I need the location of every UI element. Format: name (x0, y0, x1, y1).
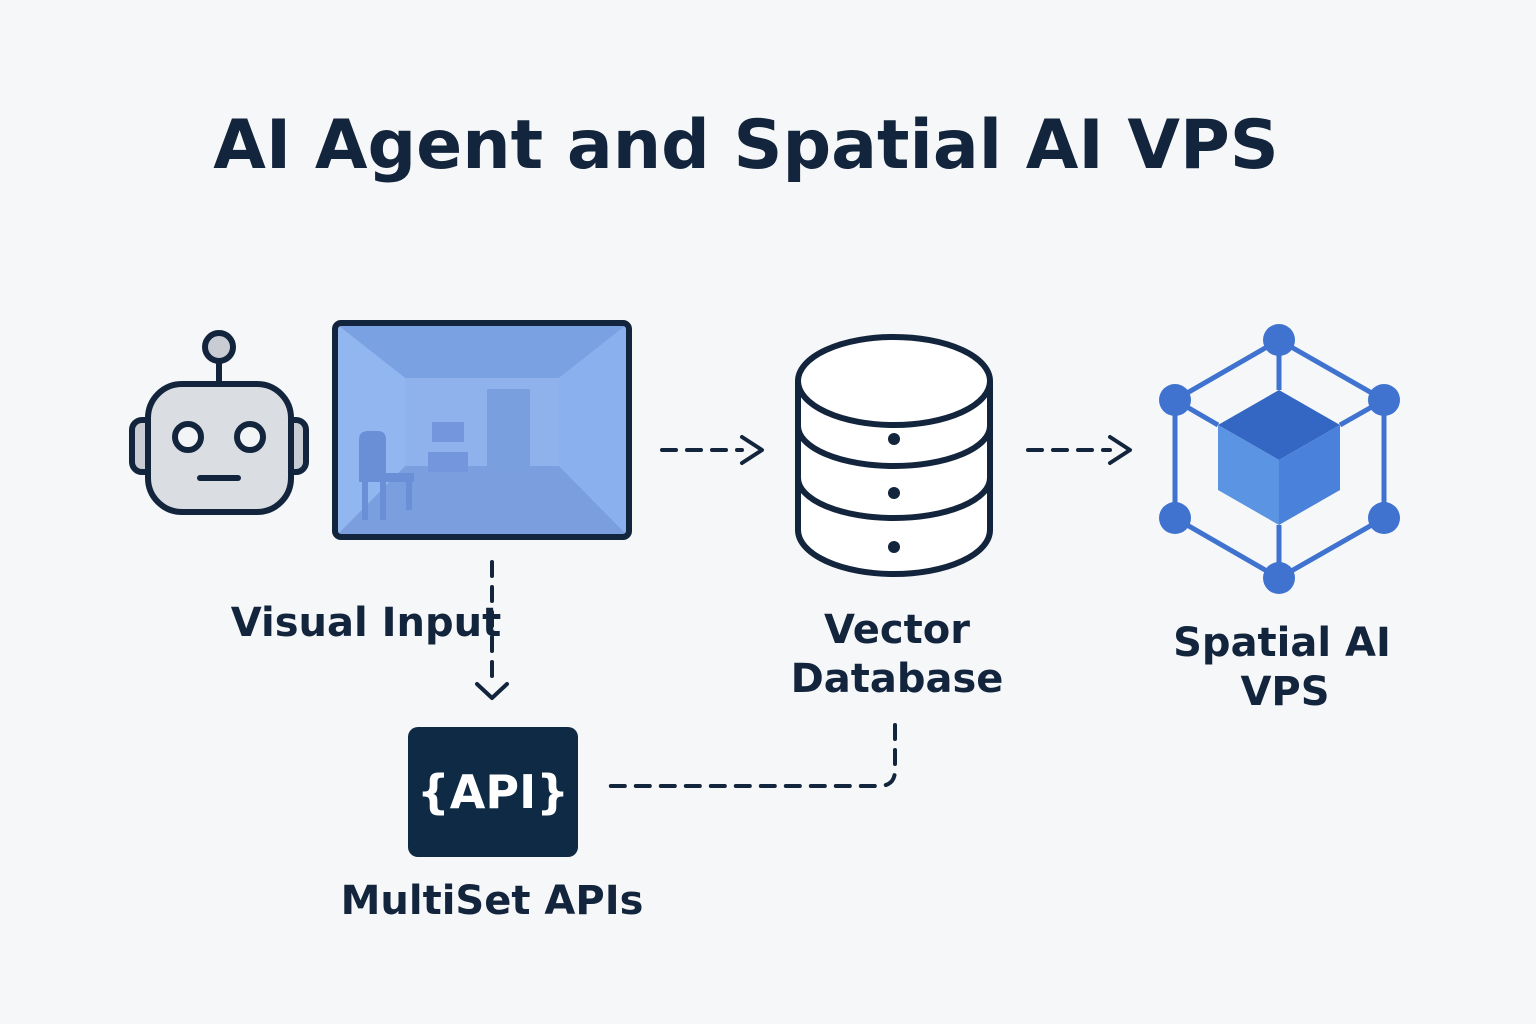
api-icon: {API} (408, 727, 578, 857)
database-icon (795, 334, 993, 577)
arrow-room-to-api (475, 560, 509, 700)
cube-network-icon (1159, 324, 1400, 594)
multiset-apis-label: MultiSet APIs (341, 878, 644, 924)
arrow-database-to-spatial (1026, 435, 1132, 465)
vector-database-label-line-2: Database (791, 656, 1004, 702)
vector-database-label-line-1: Vector (824, 607, 970, 653)
connector-database-to-api (602, 723, 897, 788)
robot-icon (129, 330, 309, 515)
spatial-ai-vps-label-line-2: VPS (1240, 669, 1329, 715)
visual-input-label: Visual Input (231, 600, 501, 646)
arrow-room-to-database (660, 435, 764, 465)
api-badge-text: {API} (417, 765, 569, 819)
page-title: AI Agent and Spatial AI VPS (213, 106, 1279, 185)
spatial-ai-vps-label-line-1: Spatial AI (1173, 620, 1391, 666)
room-icon (332, 320, 632, 540)
